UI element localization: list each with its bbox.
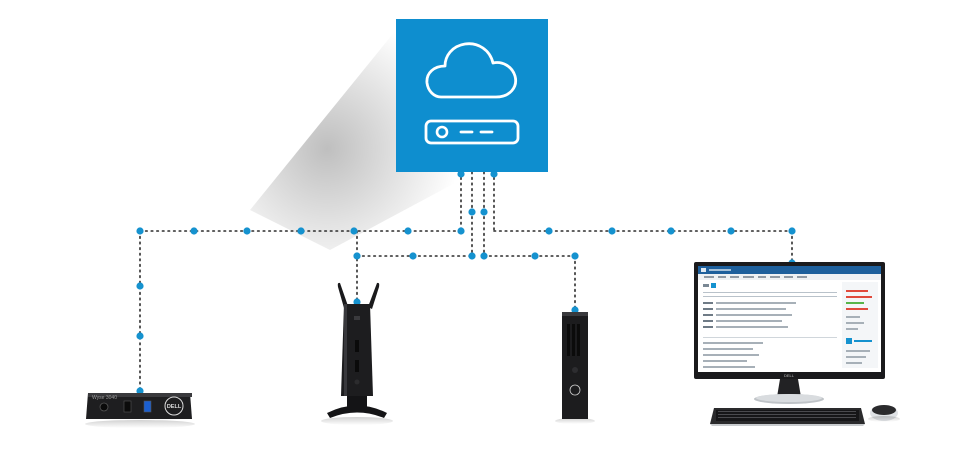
node <box>350 227 358 235</box>
node <box>545 227 553 235</box>
node <box>531 252 539 260</box>
node <box>136 387 144 395</box>
dell-logo-text: DELL <box>167 404 182 410</box>
node <box>468 252 476 260</box>
device-model-label: Wyse 3040 <box>92 395 117 401</box>
wyse-3040-thin-client: Wyse 3040 DELL <box>85 393 195 428</box>
hub-box <box>396 19 548 172</box>
screen-header-bar <box>698 266 881 274</box>
node <box>457 170 465 178</box>
node <box>409 252 417 260</box>
node <box>353 298 361 306</box>
cloud-icon <box>425 42 518 99</box>
node <box>404 227 412 235</box>
wyse-5070-tower-thin-client <box>321 282 393 425</box>
node <box>727 227 735 235</box>
usb-port-icon <box>123 400 132 413</box>
node <box>480 252 488 260</box>
node <box>490 170 498 178</box>
node <box>571 306 579 314</box>
node <box>353 252 361 260</box>
node <box>788 227 796 235</box>
dell-logo <box>569 384 581 396</box>
node <box>190 227 198 235</box>
desktop-monitor-workstation: DELL <box>694 262 900 426</box>
antenna-left <box>337 282 348 308</box>
monitor-dell-logo: DELL <box>784 373 795 378</box>
node <box>243 227 251 235</box>
node <box>571 252 579 260</box>
node <box>480 208 488 216</box>
audio-jack-icon <box>99 402 109 412</box>
connector-nodes <box>136 170 796 395</box>
screen-list <box>703 302 796 328</box>
usb3-port-icon <box>143 400 152 413</box>
antenna-right <box>368 282 380 309</box>
node <box>136 227 144 235</box>
node <box>468 208 476 216</box>
node <box>136 282 144 290</box>
node <box>136 332 144 340</box>
node <box>608 227 616 235</box>
monitor-stand <box>777 379 801 397</box>
node <box>667 227 675 235</box>
optiplex-micro-desktop <box>555 312 595 424</box>
cloud-hub <box>396 19 548 172</box>
tower-stand <box>327 405 387 418</box>
server-icon <box>424 119 520 145</box>
node <box>297 227 305 235</box>
dell-logo <box>164 396 184 416</box>
node <box>457 227 465 235</box>
